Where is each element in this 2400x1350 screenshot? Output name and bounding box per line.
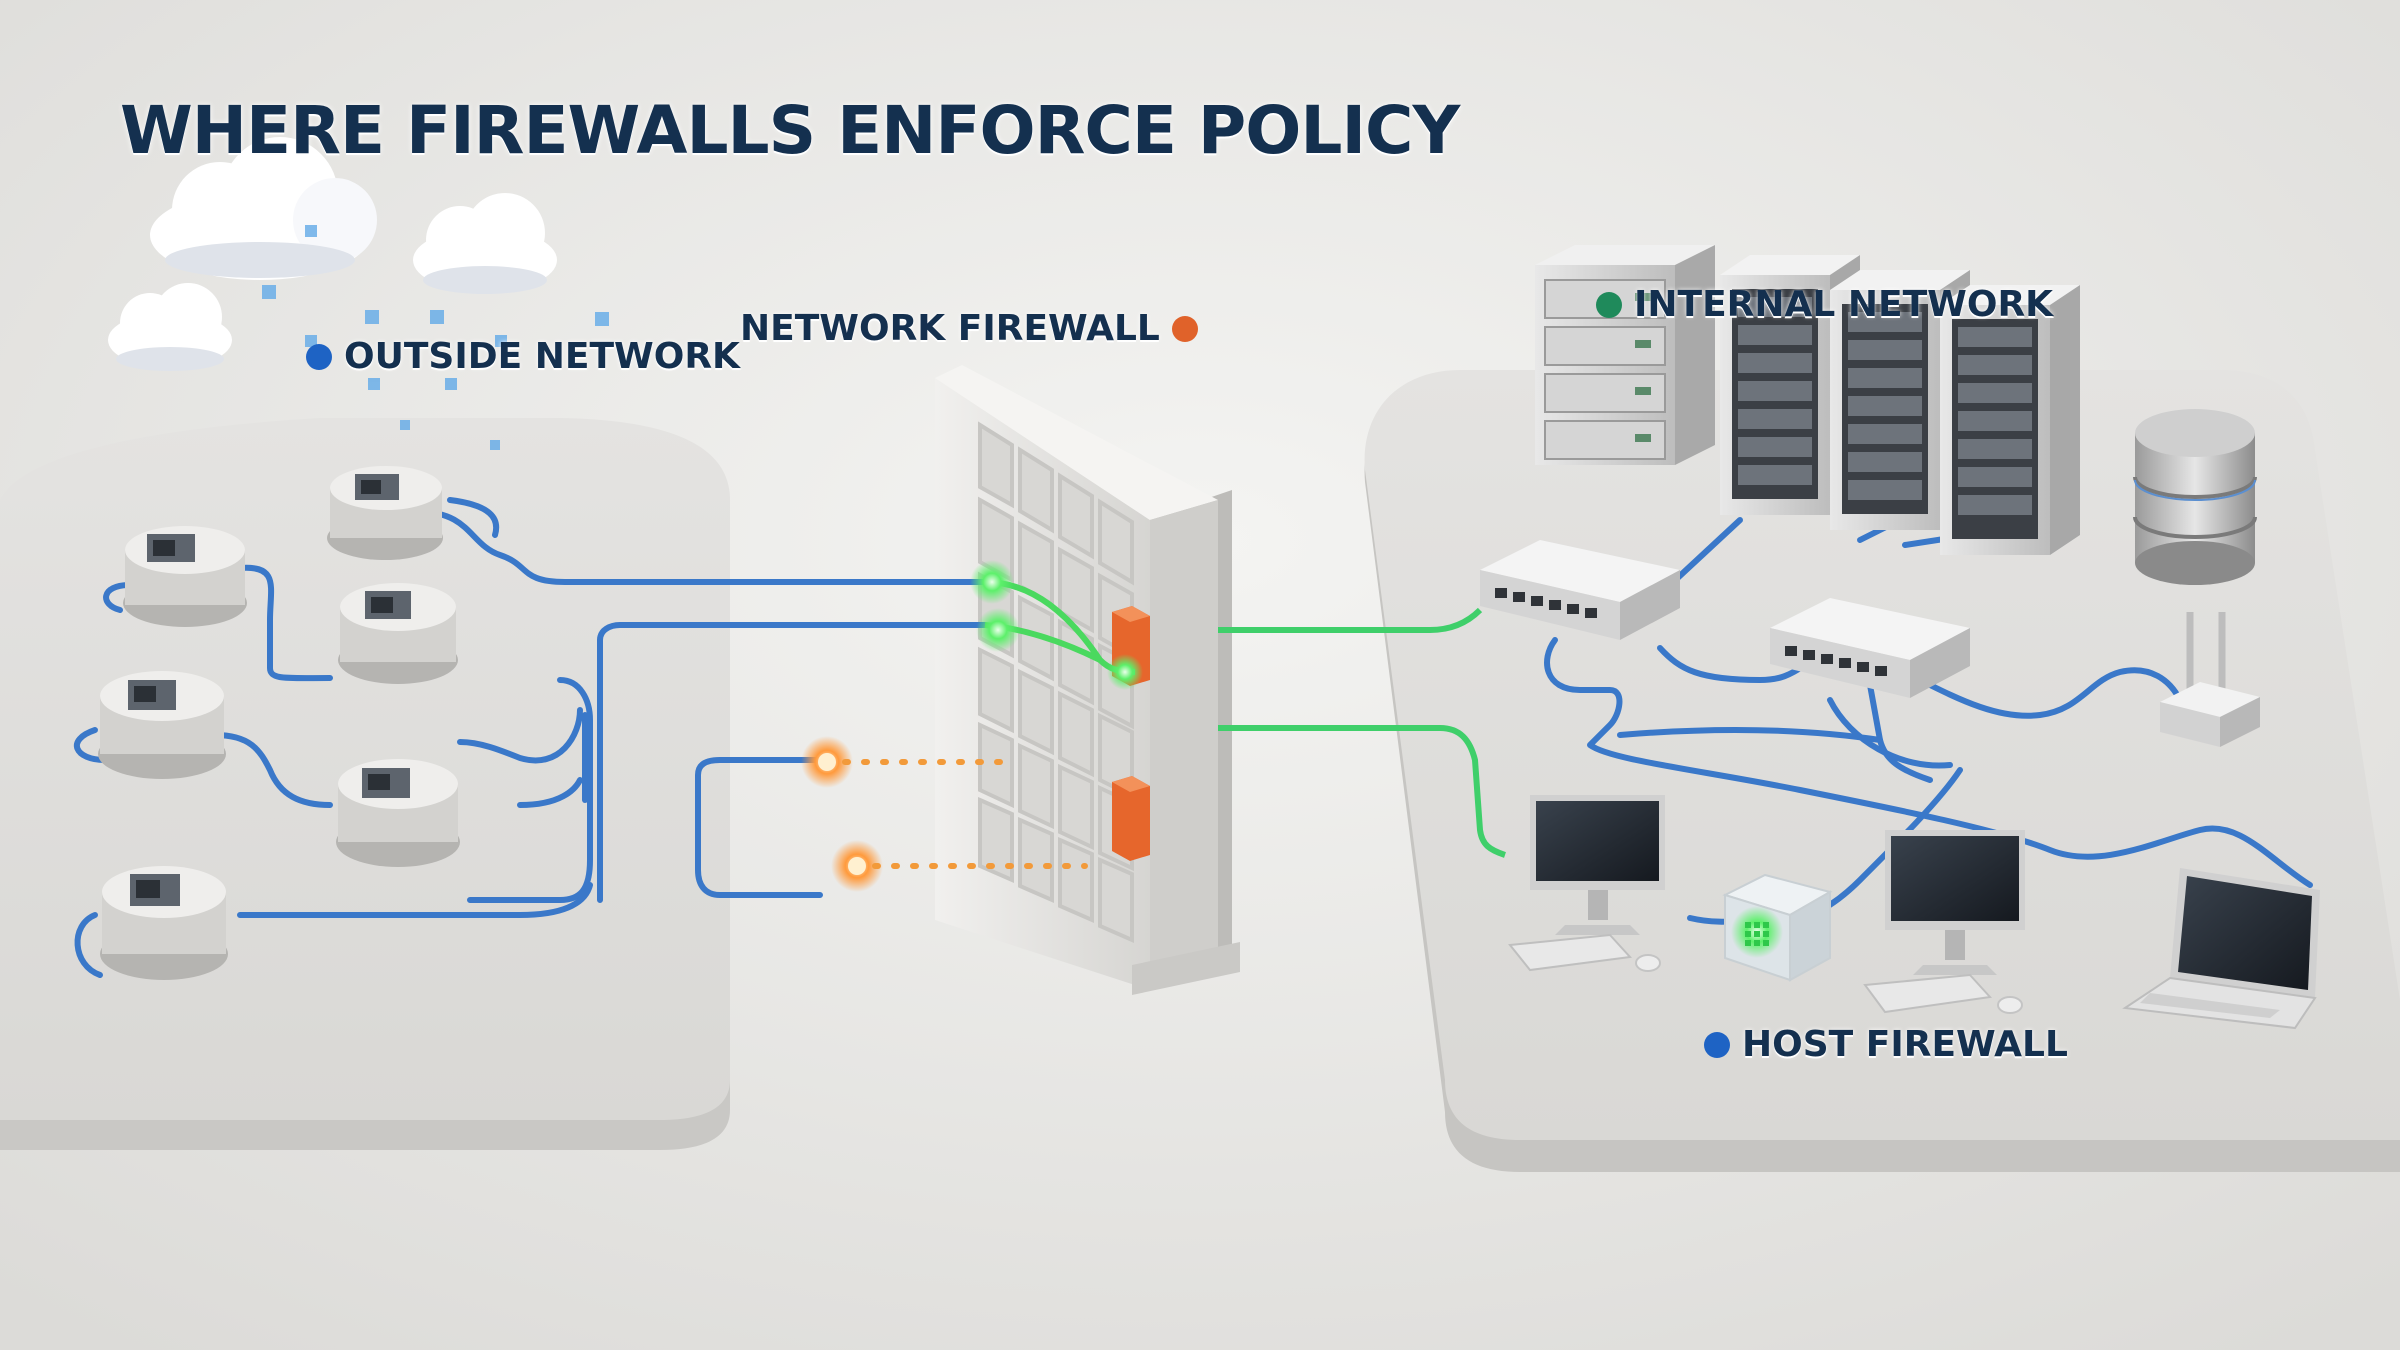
outside-cables <box>73 497 988 978</box>
data-packets <box>262 225 609 450</box>
network-switch-icon <box>1480 540 1970 698</box>
wall-top <box>935 365 1218 520</box>
host-firewall-marker <box>1704 1031 1730 1058</box>
outside-network-label-text: OUTSIDE NETWORK <box>344 336 740 377</box>
wall-side <box>1150 500 1218 990</box>
network-firewall-label-text: NETWORK FIREWALL <box>740 308 1160 349</box>
blocked-port-block <box>1112 776 1150 861</box>
internal-cables <box>1544 517 2313 925</box>
desktop-monitor-icon <box>1863 830 2025 1014</box>
laptop-icon <box>2122 868 2320 1030</box>
network-firewall-marker <box>1171 315 1198 342</box>
internal-network-label-text: INTERNAL NETWORK <box>1634 284 2054 325</box>
wifi-access-point-icon <box>2160 612 2260 747</box>
network-firewall-label: NETWORK FIREWALL <box>740 308 1198 349</box>
host-firewall-device-icon <box>1722 873 1833 982</box>
page-title: WHERE FIREWALLS ENFORCE POLICY <box>120 92 1460 169</box>
outside-network-marker <box>306 343 332 370</box>
host-firewall-label: HOST FIREWALL <box>1704 1024 2068 1065</box>
outside-network-label: OUTSIDE NETWORK <box>306 336 740 377</box>
desktop-monitor-icon <box>1508 795 1665 972</box>
wall-base <box>1132 942 1240 995</box>
blocked-traffic <box>801 736 1088 892</box>
allowed-traffic <box>970 560 1506 858</box>
router-icon <box>98 466 460 980</box>
host-firewall-label-text: HOST FIREWALL <box>1742 1024 2068 1065</box>
internal-network-label: INTERNAL NETWORK <box>1596 284 2053 325</box>
internal-network-marker <box>1596 291 1622 318</box>
database-icon <box>2133 409 2257 585</box>
server-rack-icon <box>1535 245 2080 555</box>
cloud-icon <box>108 137 557 371</box>
